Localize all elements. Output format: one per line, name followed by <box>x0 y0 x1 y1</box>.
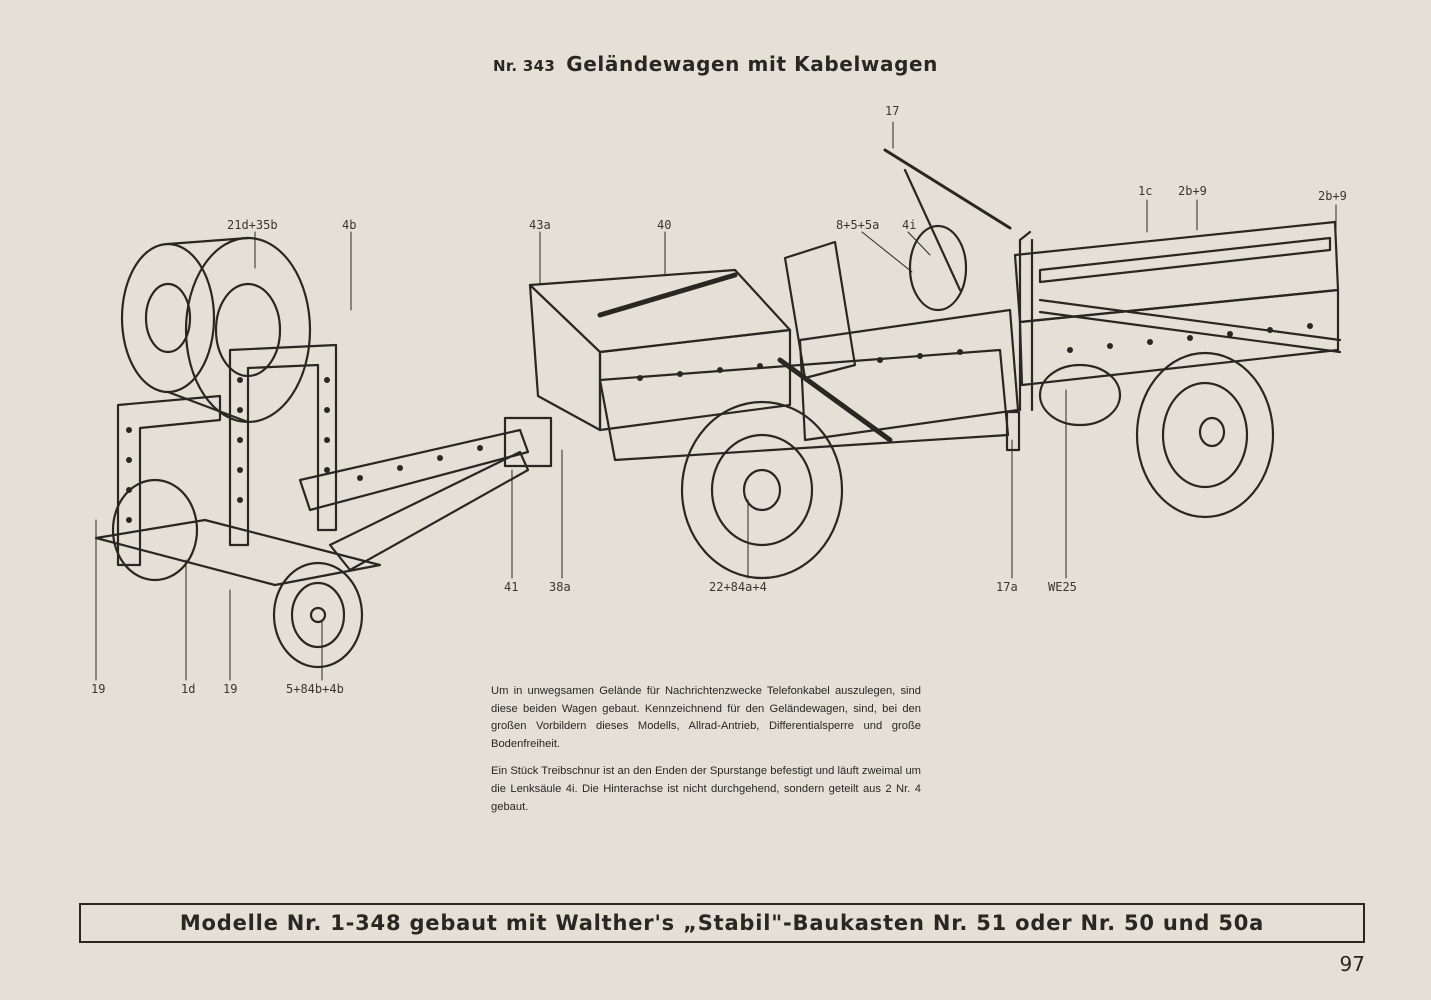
part-label: 40 <box>657 218 672 232</box>
part-label: 2b+9 <box>1318 189 1347 203</box>
part-label: 8+5+5a <box>836 218 880 232</box>
part-label: 17a <box>996 580 1018 594</box>
part-label: 41 <box>504 580 519 594</box>
part-label: 1d <box>181 682 196 696</box>
part-label: 2b+9 <box>1178 184 1207 198</box>
part-label: 21d+35b <box>227 218 278 232</box>
footer-banner-text: Modelle Nr. 1-348 gebaut mit Walther's „… <box>179 911 1265 935</box>
part-label: 19 <box>223 682 238 696</box>
part-label: 1c <box>1138 184 1153 198</box>
part-label: 17 <box>885 104 900 118</box>
part-label: 43a <box>529 218 551 232</box>
description-paragraph: Um in unwegsamen Gelände für Nachrichten… <box>491 685 921 750</box>
part-label: 38a <box>549 580 571 594</box>
cable-trailer <box>94 236 553 669</box>
description-paragraph: Ein Stück Treibschnur ist an den Enden d… <box>491 765 921 813</box>
part-label: 19 <box>91 682 106 696</box>
part-label: 5+84b+4b <box>286 682 344 696</box>
perforations <box>126 323 1313 523</box>
footer-banner: Modelle Nr. 1-348 gebaut mit Walther's „… <box>79 903 1365 943</box>
page-title: Nr. 343 Geländewagen mit Kabelwagen <box>0 52 1431 76</box>
part-label: WE25 <box>1048 580 1077 594</box>
part-label: 4b <box>342 218 357 232</box>
page-number: 97 <box>1339 952 1365 976</box>
model-number: Nr. 343 <box>493 57 556 75</box>
part-label: 22+84a+4 <box>709 580 767 594</box>
part-label: 4i <box>902 218 917 232</box>
model-description: Um in unwegsamen Gelände für Nachrichten… <box>491 683 921 826</box>
leader-lines <box>95 121 1337 681</box>
model-name: Geländewagen mit Kabelwagen <box>566 52 938 76</box>
off-road-vehicle <box>528 148 1342 580</box>
